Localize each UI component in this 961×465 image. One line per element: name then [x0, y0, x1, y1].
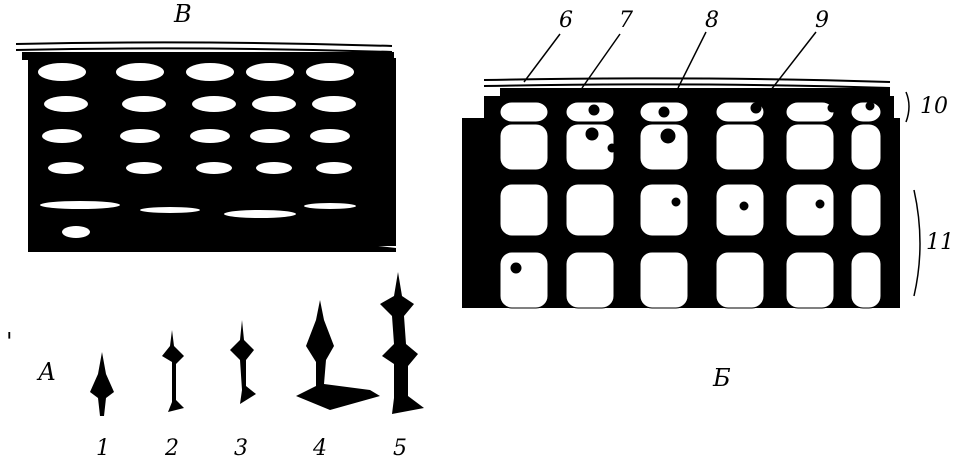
nucleus	[659, 107, 669, 117]
lacuna	[316, 162, 352, 174]
panel-label-v: В	[174, 2, 192, 26]
lacuna	[304, 203, 356, 209]
lacuna	[224, 210, 296, 218]
cell	[500, 252, 548, 308]
lacuna	[310, 129, 350, 143]
lacuna	[48, 162, 84, 174]
lacuna	[192, 96, 236, 112]
cell	[786, 252, 834, 308]
callout-label-6: 6	[559, 10, 573, 32]
nucleus	[828, 104, 836, 112]
lacuna	[186, 63, 234, 81]
nucleus	[816, 200, 824, 208]
lacuna	[252, 96, 296, 112]
stage-label-5: 5	[393, 438, 407, 460]
stage-label-4: 4	[313, 438, 327, 460]
lacuna	[62, 226, 90, 238]
panel-b-tissue	[462, 78, 900, 308]
callout-label-7: 7	[619, 10, 633, 32]
nucleus	[589, 105, 599, 115]
lacuna	[190, 129, 230, 143]
callout-label-11: 11	[926, 232, 954, 254]
cell	[640, 184, 688, 236]
nucleus	[866, 102, 874, 110]
stage-label-1: 1	[96, 438, 110, 460]
cell	[851, 124, 881, 170]
lacuna	[250, 129, 290, 143]
panel-v-tissue	[16, 42, 396, 252]
lacuna	[120, 129, 160, 143]
lacuna	[306, 63, 354, 81]
lacuna	[140, 207, 200, 213]
panel-label-b: Б	[713, 366, 731, 390]
cell	[851, 184, 881, 236]
cell	[566, 252, 614, 308]
cell	[500, 184, 548, 236]
cell	[640, 252, 688, 308]
lacuna	[126, 162, 162, 174]
lacuna	[246, 63, 294, 81]
nucleus	[661, 129, 675, 143]
cell	[566, 184, 614, 236]
nucleus	[751, 103, 761, 113]
callout-label-8: 8	[705, 10, 719, 32]
lacuna	[116, 63, 164, 81]
nucleus	[608, 144, 616, 152]
lacuna	[256, 162, 292, 174]
cell	[786, 102, 834, 122]
callout-label-9: 9	[815, 10, 829, 32]
cell	[786, 124, 834, 170]
lacuna	[42, 129, 82, 143]
nucleus	[586, 128, 598, 140]
panel-label-a: А	[38, 360, 56, 384]
cell	[716, 184, 764, 236]
lacuna	[122, 96, 166, 112]
nucleus	[672, 198, 680, 206]
lacuna	[38, 63, 86, 81]
lacuna	[44, 96, 88, 112]
lacuna	[196, 162, 232, 174]
cell	[716, 252, 764, 308]
nucleus	[740, 202, 748, 210]
left-tick-mark: '	[6, 330, 13, 354]
stage-label-2: 2	[165, 438, 179, 460]
stage-shapes	[90, 272, 424, 416]
nucleus	[511, 263, 521, 273]
cell	[851, 252, 881, 308]
cell	[786, 184, 834, 236]
stage-label-3: 3	[234, 438, 248, 460]
cell	[716, 124, 764, 170]
lacuna	[312, 96, 356, 112]
cell	[500, 124, 548, 170]
cell	[500, 102, 548, 122]
callout-label-10: 10	[920, 96, 948, 118]
lacuna	[40, 201, 120, 209]
